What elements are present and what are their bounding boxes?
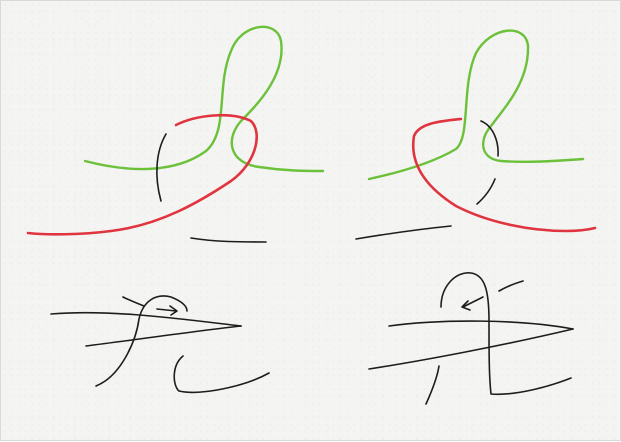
- black-tick: [499, 281, 523, 291]
- panel-top-left: [28, 27, 323, 242]
- panel-top-right: [356, 31, 595, 239]
- black-strand-base: [191, 238, 266, 242]
- black-strand-base: [356, 226, 451, 239]
- panel-bottom-right: [369, 273, 573, 404]
- black-strand-arc: [477, 179, 495, 204]
- green-cord: [369, 31, 583, 179]
- green-cord: [85, 27, 323, 171]
- black-line-lower: [369, 329, 573, 369]
- red-cord: [28, 115, 257, 234]
- black-hook: [96, 296, 187, 386]
- black-base-hook: [174, 356, 269, 392]
- black-line-upper: [51, 313, 241, 326]
- arrow-icon: [157, 306, 177, 315]
- black-line-upper: [389, 321, 573, 329]
- black-leg: [426, 366, 439, 404]
- arrow-icon: [462, 297, 483, 310]
- black-tick: [123, 297, 144, 306]
- black-line-lower: [86, 326, 241, 346]
- panel-bottom-left: [51, 296, 269, 392]
- red-cord: [413, 119, 595, 231]
